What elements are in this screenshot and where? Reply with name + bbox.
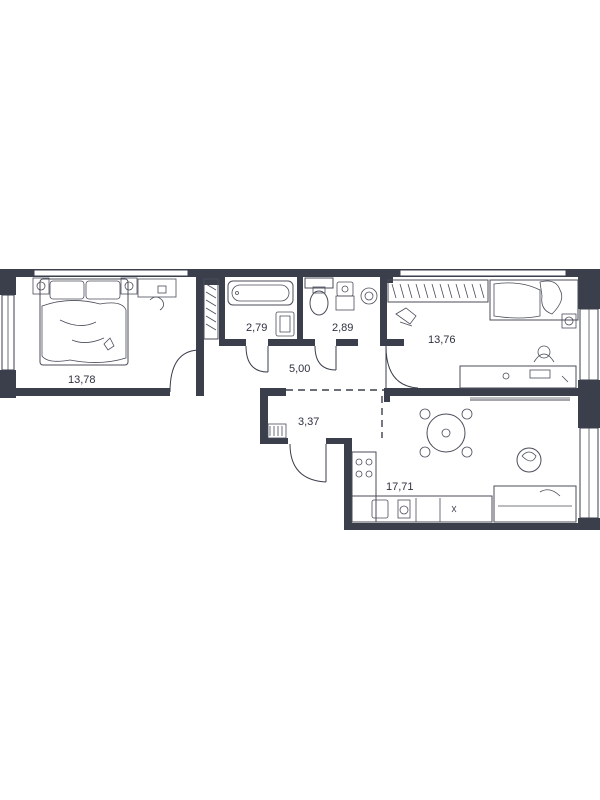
room-area-bathroom: 2,79 (246, 322, 267, 334)
room-area-kitchen-living: 17,71 (386, 481, 414, 493)
doors (169, 345, 419, 483)
room-area-toilet: 2,89 (332, 322, 353, 334)
bedroom-right-furniture (387, 279, 579, 389)
room-area-hallway: 5,00 (289, 363, 310, 375)
room-area-bedroom-left: 13,78 (68, 374, 96, 386)
bathroom-furniture (227, 280, 295, 337)
toilet-furniture (304, 277, 378, 316)
windows (1, 269, 599, 519)
room-area-entrance: 3,37 (298, 416, 319, 428)
bedroom-left-furniture (32, 277, 219, 366)
entrance-furniture (267, 423, 287, 439)
area-labels: 13,78 2,79 2,89 13,76 5,00 3,37 17,71 (68, 322, 456, 493)
room-area-bedroom-right: 13,76 (428, 334, 456, 346)
kitchen-living-furniture (351, 397, 577, 523)
